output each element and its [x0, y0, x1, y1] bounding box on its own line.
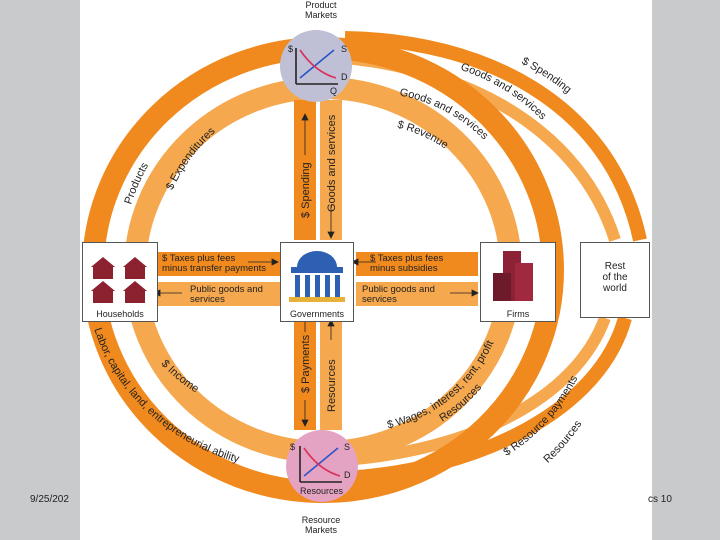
flow-gov-payments: $ Payments: [300, 334, 312, 393]
resource-supply-label: S: [344, 442, 350, 452]
gov-resources-bar: [320, 320, 342, 430]
public-goods-firms-text: Public goods and services: [362, 285, 435, 305]
product-markets-label: Product Markets: [290, 0, 352, 20]
rest-of-world-box: Rest of the world: [580, 242, 650, 318]
taxes-households-line1: $ Taxes plus fees: [162, 253, 236, 264]
taxes-firms-line2: minus subsidies: [370, 263, 438, 274]
governments-label: Governments: [289, 309, 345, 319]
public-goods-firms-bar: [356, 282, 478, 306]
gov-goods-bar: [320, 100, 342, 240]
rest-of-world-line1: Rest: [604, 261, 626, 272]
flow-gov-goods-services: Goods and services: [326, 114, 338, 212]
taxes-firms-text: $ Taxes plus fees minus subsidies: [370, 254, 443, 274]
rest-of-world-line3: world: [603, 283, 627, 294]
governments-box: Governments: [280, 242, 354, 322]
taxes-firms-line1: $ Taxes plus fees: [370, 253, 444, 264]
resource-markets-line1: Resource: [301, 515, 341, 525]
world-goods-ring: [344, 52, 621, 242]
resource-market-graph: [299, 446, 342, 483]
product-market-circle: [280, 30, 352, 102]
public-goods-households-text: Public goods and services: [190, 285, 263, 305]
footer-date: 9/25/202: [30, 494, 69, 505]
flow-gov-spending: $ Spending: [300, 162, 312, 218]
households-label: Households: [96, 309, 144, 319]
product-market-graph: [295, 48, 338, 85]
product-price-label: $: [288, 44, 293, 54]
public-goods-firms-line2: services: [362, 294, 397, 305]
resource-inner-label: Resources: [300, 486, 344, 496]
gov-spending-bar: [294, 100, 316, 240]
houses-icon: [91, 257, 147, 303]
product-demand-label: D: [341, 72, 348, 82]
rest-of-world-label: Rest of the world: [581, 261, 649, 294]
firms-label: Firms: [506, 309, 530, 319]
resource-demand-label: D: [344, 470, 351, 480]
resource-markets-label: Resource Markets: [290, 515, 352, 535]
firm-buildings-icon: [493, 251, 533, 301]
product-markets-line2: Markets: [304, 10, 337, 20]
taxes-firms-bar: [356, 252, 478, 276]
footer-page-number: cs 10: [648, 494, 672, 505]
taxes-households-bar: [158, 252, 280, 276]
households-box: Households: [82, 242, 158, 322]
resource-markets-line2: Markets: [304, 525, 337, 535]
product-quantity-label: Q: [330, 86, 337, 96]
gov-payments-bar: [294, 320, 316, 430]
flow-gov-resources: Resources: [326, 359, 338, 412]
public-goods-firms-line1: Public goods and: [362, 284, 435, 295]
government-building-icon: [289, 251, 345, 302]
world-spending-ring: [344, 31, 647, 242]
public-goods-households-line1: Public goods and: [190, 284, 263, 295]
product-supply-label: S: [341, 44, 347, 54]
taxes-households-line2: minus transfer payments: [162, 263, 267, 274]
resource-price-label: $: [290, 442, 295, 452]
public-goods-households-line2: services: [190, 294, 225, 305]
taxes-households-text: $ Taxes plus fees minus transfer payment…: [162, 254, 266, 274]
firms-box: Firms: [480, 242, 556, 322]
public-goods-households-bar: [158, 282, 280, 306]
rest-of-world-line2: of the: [602, 272, 628, 283]
product-markets-line1: Product: [305, 0, 337, 10]
